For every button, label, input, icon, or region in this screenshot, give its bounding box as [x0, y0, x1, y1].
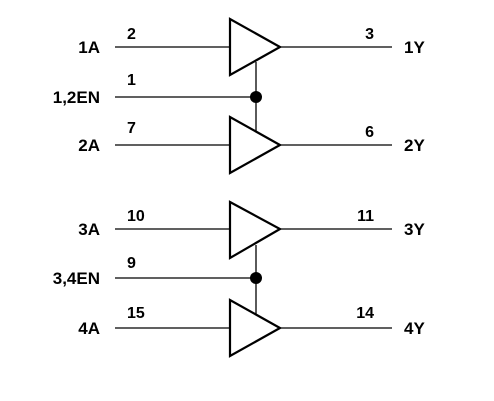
buffer-group-1-2: 1A 2 3 1Y 1,2EN 1 2A 7 6 2Y — [53, 17, 425, 175]
label-2y: 2Y — [404, 136, 425, 155]
label-4y: 4Y — [404, 319, 425, 338]
enable-1-2-junction-dot — [250, 91, 262, 103]
pin-9: 9 — [127, 255, 136, 272]
label-3-4en: 3,4EN — [53, 269, 100, 288]
pin-14: 14 — [356, 305, 374, 322]
pin-6: 6 — [365, 124, 374, 141]
buffer-1-icon — [228, 17, 283, 77]
pin-7: 7 — [127, 120, 136, 137]
buffer-4-icon — [228, 298, 283, 358]
label-1-2en: 1,2EN — [53, 88, 100, 107]
pin-1: 1 — [127, 72, 136, 89]
buffer-3-icon — [228, 200, 283, 260]
label-1a: 1A — [78, 38, 100, 57]
label-4a: 4A — [78, 319, 100, 338]
pin-2: 2 — [127, 26, 136, 43]
label-1y: 1Y — [404, 38, 425, 57]
label-3a: 3A — [78, 220, 100, 239]
pin-10: 10 — [127, 208, 145, 225]
pin-15: 15 — [127, 305, 145, 322]
label-2a: 2A — [78, 136, 100, 155]
pin-3: 3 — [365, 26, 374, 43]
buffer-2-icon — [228, 115, 283, 175]
enable-3-4-junction-dot — [250, 272, 262, 284]
label-3y: 3Y — [404, 220, 425, 239]
pin-11: 11 — [357, 208, 374, 225]
buffer-group-3-4: 3A 10 11 3Y 3,4EN 9 4A 15 14 4Y — [53, 200, 425, 358]
